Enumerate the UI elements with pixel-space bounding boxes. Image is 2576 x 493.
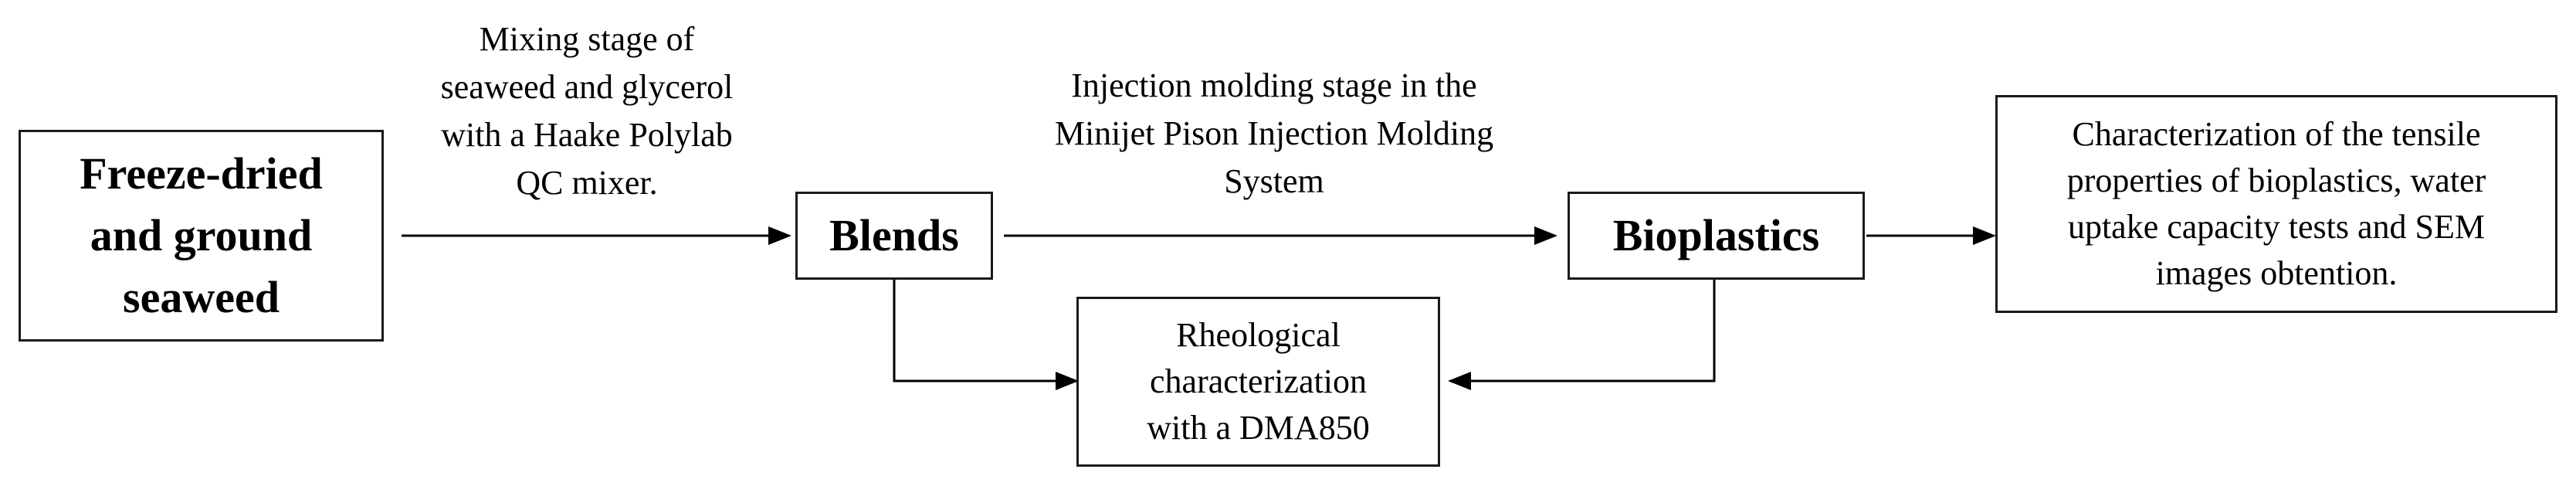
node-bioplastics-label: Bioplastics: [1612, 210, 1820, 260]
edge-label-injection-text: Injection molding stage in the Minijet P…: [1054, 66, 1494, 200]
edge-label-injection: Injection molding stage in the Minijet P…: [958, 62, 1591, 206]
node-characterization: Characterization of the tensile properti…: [1995, 95, 2557, 313]
arrow-blends-to-rheological: [893, 280, 1079, 390]
node-seaweed-label: Freeze-dried and ground seaweed: [80, 148, 323, 322]
edge-label-mixing-text: Mixing stage of seaweed and glycerol wit…: [440, 20, 734, 202]
arrow-bioplastics-to-rheological: [1448, 280, 1716, 390]
node-blends: Blends: [795, 192, 993, 280]
node-seaweed: Freeze-dried and ground seaweed: [19, 130, 384, 342]
node-rheological-label: Rheological characterization with a DMA8…: [1147, 316, 1370, 447]
node-blends-label: Blends: [829, 210, 959, 260]
node-bioplastics: Bioplastics: [1568, 192, 1865, 280]
edge-label-mixing: Mixing stage of seaweed and glycerol wit…: [386, 15, 788, 207]
node-rheological: Rheological characterization with a DMA8…: [1076, 297, 1440, 467]
node-characterization-label: Characterization of the tensile properti…: [2066, 115, 2486, 292]
